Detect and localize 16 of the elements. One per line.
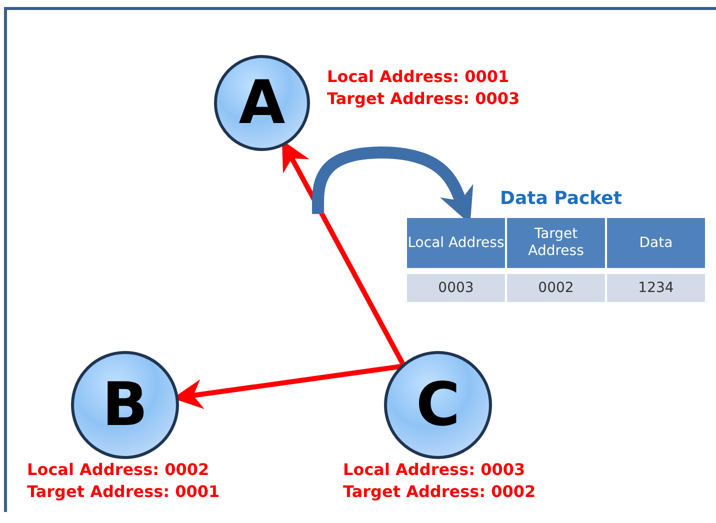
address-note: Local Address: 0001 xyxy=(327,66,510,88)
node-letter: B xyxy=(102,375,148,435)
address-note: Target Address: 0001 xyxy=(27,481,220,503)
table-header-cell: Target Address xyxy=(507,218,605,268)
address-note: Local Address: 0003 xyxy=(343,459,526,481)
table-header-cell: Data xyxy=(607,218,705,268)
address-note: Target Address: 0002 xyxy=(343,481,536,503)
node-letter: A xyxy=(238,73,286,133)
table-cell: 0003 xyxy=(407,274,505,302)
node-letter: C xyxy=(416,375,460,435)
table-cell: 1234 xyxy=(607,274,705,302)
address-note: Target Address: 0003 xyxy=(327,88,520,110)
table-title: Data Packet xyxy=(500,188,622,209)
address-note: Local Address: 0002 xyxy=(27,459,210,481)
table-header-cell: Local Address xyxy=(407,218,505,268)
table-cell: 0002 xyxy=(507,274,605,302)
